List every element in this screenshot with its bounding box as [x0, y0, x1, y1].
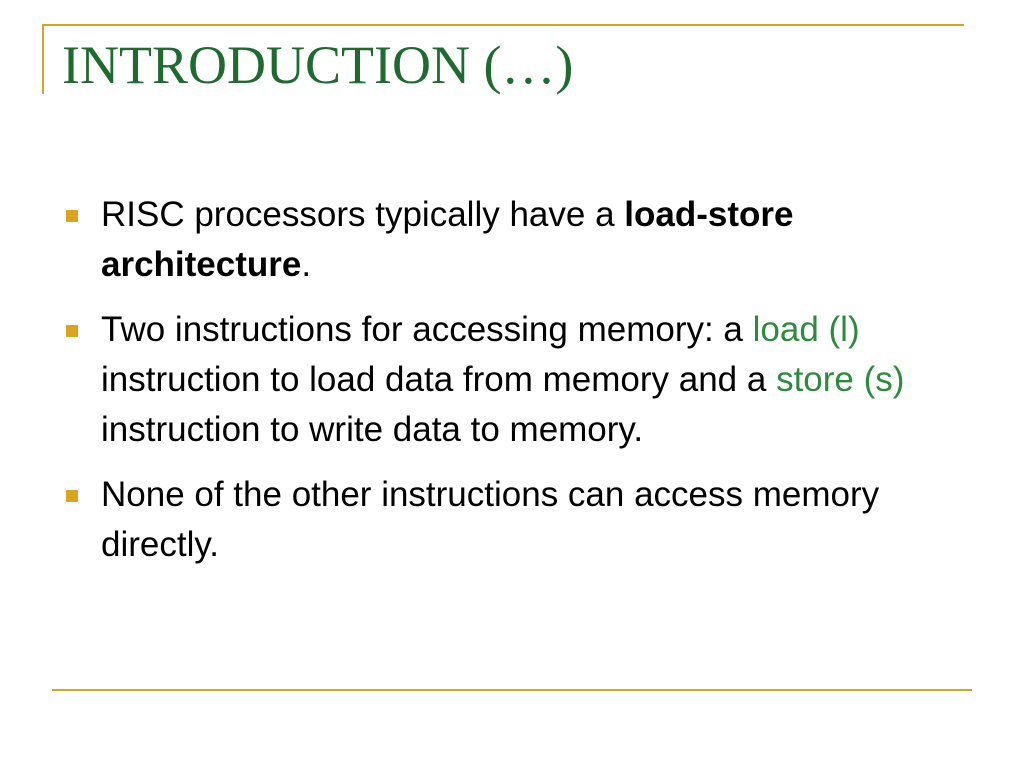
- bullet-item: Two instructions for accessing memory: a…: [62, 305, 962, 455]
- bullet-text-part: .: [301, 245, 312, 284]
- title-frame-top-line: [42, 24, 964, 26]
- bullet-text-part: instruction to load data from memory and…: [101, 360, 777, 399]
- slide-title: INTRODUCTION (…): [62, 35, 574, 95]
- highlighted-term: store (s): [776, 360, 905, 399]
- bullet-item: None of the other instructions can acces…: [62, 470, 962, 570]
- square-bullet-icon: [66, 325, 78, 337]
- title-frame-left-line: [42, 24, 44, 94]
- footer-divider-line: [52, 689, 972, 691]
- bold-term: load-store architecture: [101, 195, 794, 284]
- bullet-text-part: Two instructions for accessing memory: a: [101, 310, 753, 349]
- bullet-list: RISC processors typically have a load-st…: [62, 190, 962, 585]
- square-bullet-icon: [66, 490, 78, 502]
- bullet-item: RISC processors typically have a load-st…: [62, 190, 962, 290]
- square-bullet-icon: [66, 210, 78, 222]
- bullet-text-part: None of the other instructions can acces…: [101, 475, 880, 564]
- bullet-text-part: RISC processors typically have a: [101, 195, 625, 234]
- highlighted-term: load (l): [752, 310, 860, 349]
- bullet-text-part: instruction to write data to memory.: [101, 410, 644, 449]
